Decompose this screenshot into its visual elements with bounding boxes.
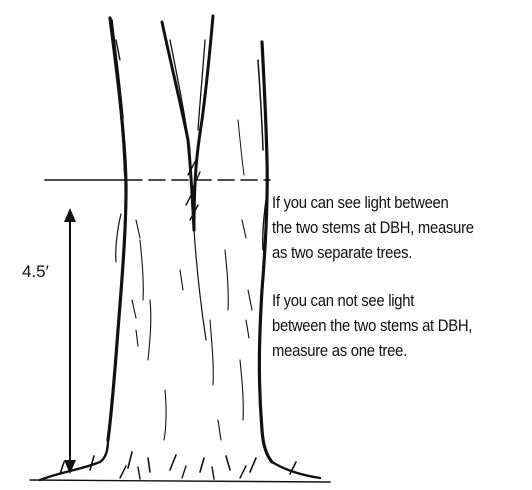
measurement-label: 4.5′ (22, 262, 49, 282)
bark-texture (132, 220, 252, 440)
note-see-light: If you can see light between the two ste… (272, 191, 504, 266)
double-headed-arrow-icon (64, 208, 76, 474)
note-see-light-line: as two separate trees. (272, 241, 504, 266)
note-no-light: If you can not see light between the two… (272, 289, 504, 364)
note-see-light-line: If you can see light between (272, 191, 504, 216)
left-stem (108, 18, 126, 440)
stem-fork (162, 16, 213, 340)
note-no-light-line: If you can not see light (272, 289, 504, 314)
note-no-light-line: measure as one tree. (272, 339, 504, 364)
note-see-light-line: the two stems at DBH, measure (272, 216, 504, 241)
note-no-light-line: between the two stems at DBH, (272, 314, 504, 339)
